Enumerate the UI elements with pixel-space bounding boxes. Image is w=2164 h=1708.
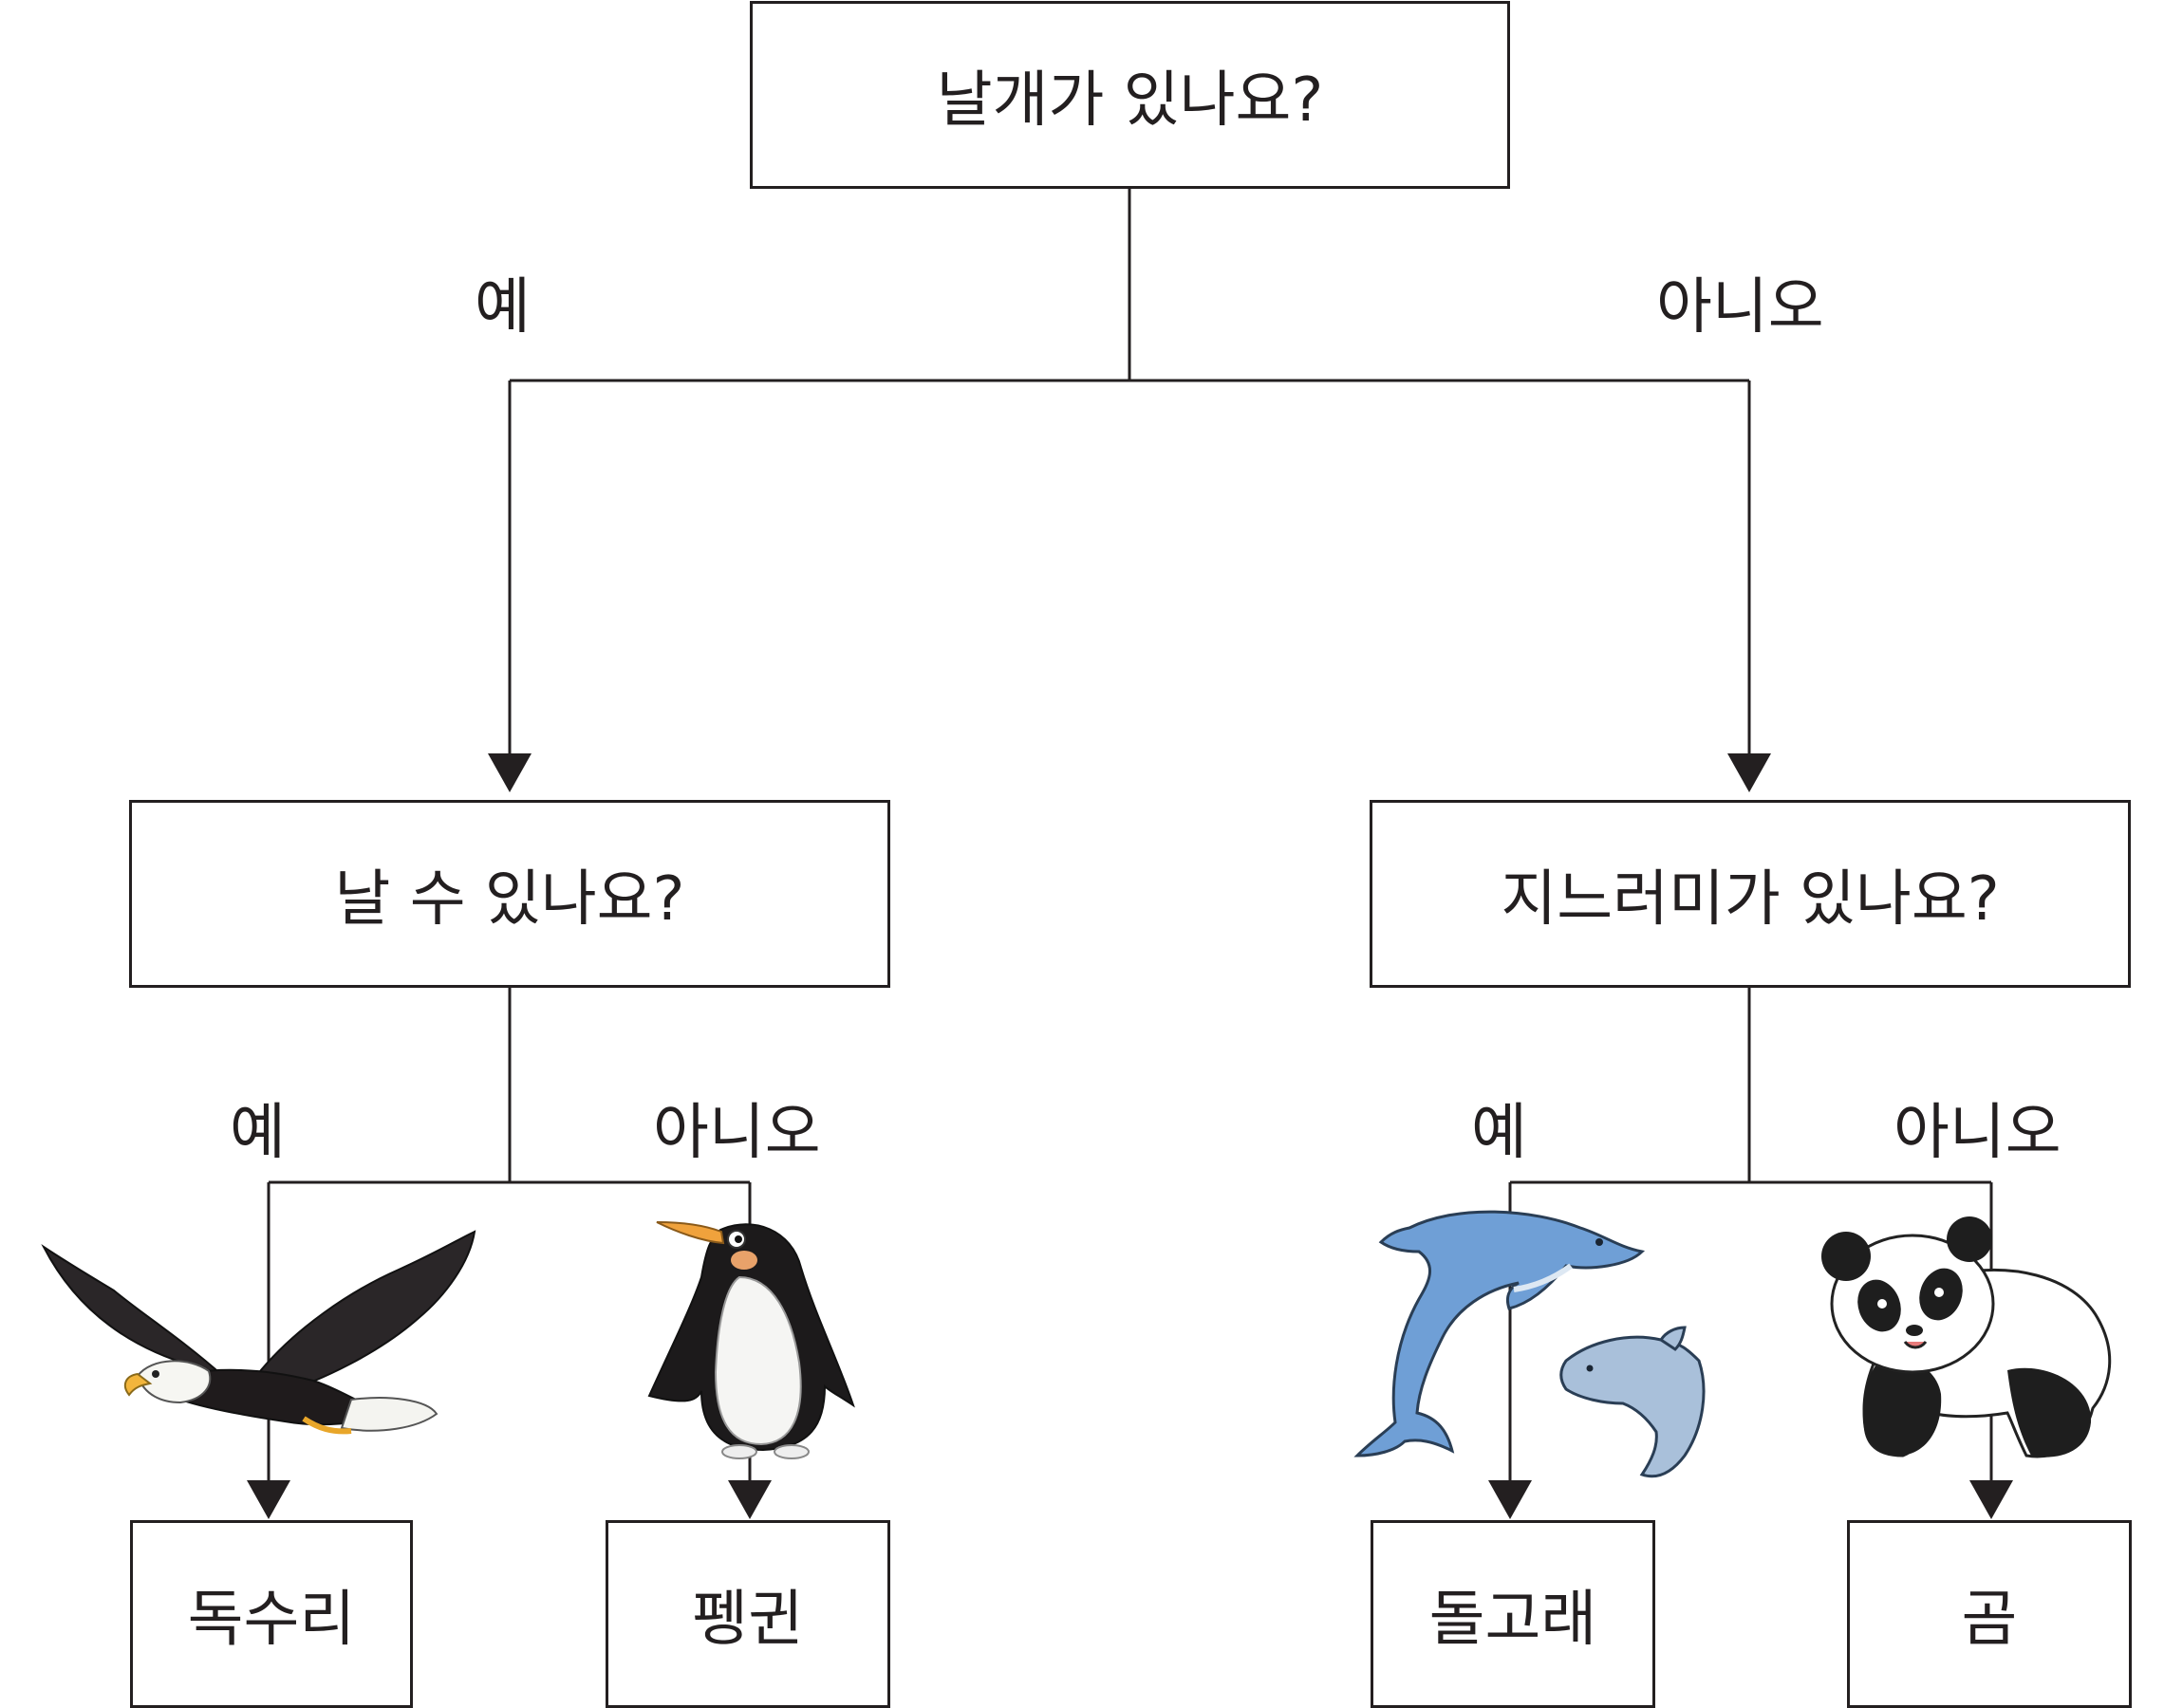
arrow-head xyxy=(1488,1480,1532,1519)
dolphin-illustration xyxy=(1353,1210,1706,1478)
question-left-box: 날 수 있나요? xyxy=(129,800,890,988)
branch-right-no: 아니오 xyxy=(1894,1098,2061,1168)
arrow-head xyxy=(488,753,532,792)
question-left-text: 날 수 있나요? xyxy=(334,864,685,935)
question-root-text: 날개가 있나요? xyxy=(936,65,1324,136)
question-root-box: 날개가 있나요? xyxy=(750,1,1510,189)
arrow-head xyxy=(247,1480,290,1519)
result-dolphin-text: 돌고래 xyxy=(1428,1585,1597,1655)
penguin-illustration xyxy=(647,1221,855,1459)
arrow-head xyxy=(1969,1480,2013,1519)
result-eagle-text: 독수리 xyxy=(187,1585,356,1655)
result-bear-box: 곰 xyxy=(1847,1520,2132,1708)
result-penguin-box: 펭귄 xyxy=(606,1520,890,1708)
question-right-text: 지느러미가 있나요? xyxy=(1501,864,2000,935)
branch-left-no: 아니오 xyxy=(653,1098,821,1168)
question-right-box: 지느러미가 있나요? xyxy=(1370,800,2131,988)
branch-root-yes: 예 xyxy=(475,272,531,343)
branch-right-yes: 예 xyxy=(1471,1098,1527,1168)
result-bear-text: 곰 xyxy=(1961,1585,2018,1655)
panda-illustration xyxy=(1821,1216,2112,1458)
arrow-head xyxy=(1727,753,1771,792)
branch-left-yes: 예 xyxy=(230,1098,286,1168)
arrow-head xyxy=(728,1480,772,1519)
branch-root-no: 아니오 xyxy=(1656,272,1824,343)
result-dolphin-box: 돌고래 xyxy=(1371,1520,1655,1708)
result-penguin-text: 펭귄 xyxy=(692,1585,804,1655)
result-eagle-box: 독수리 xyxy=(130,1520,413,1708)
eagle-illustration xyxy=(41,1230,476,1435)
